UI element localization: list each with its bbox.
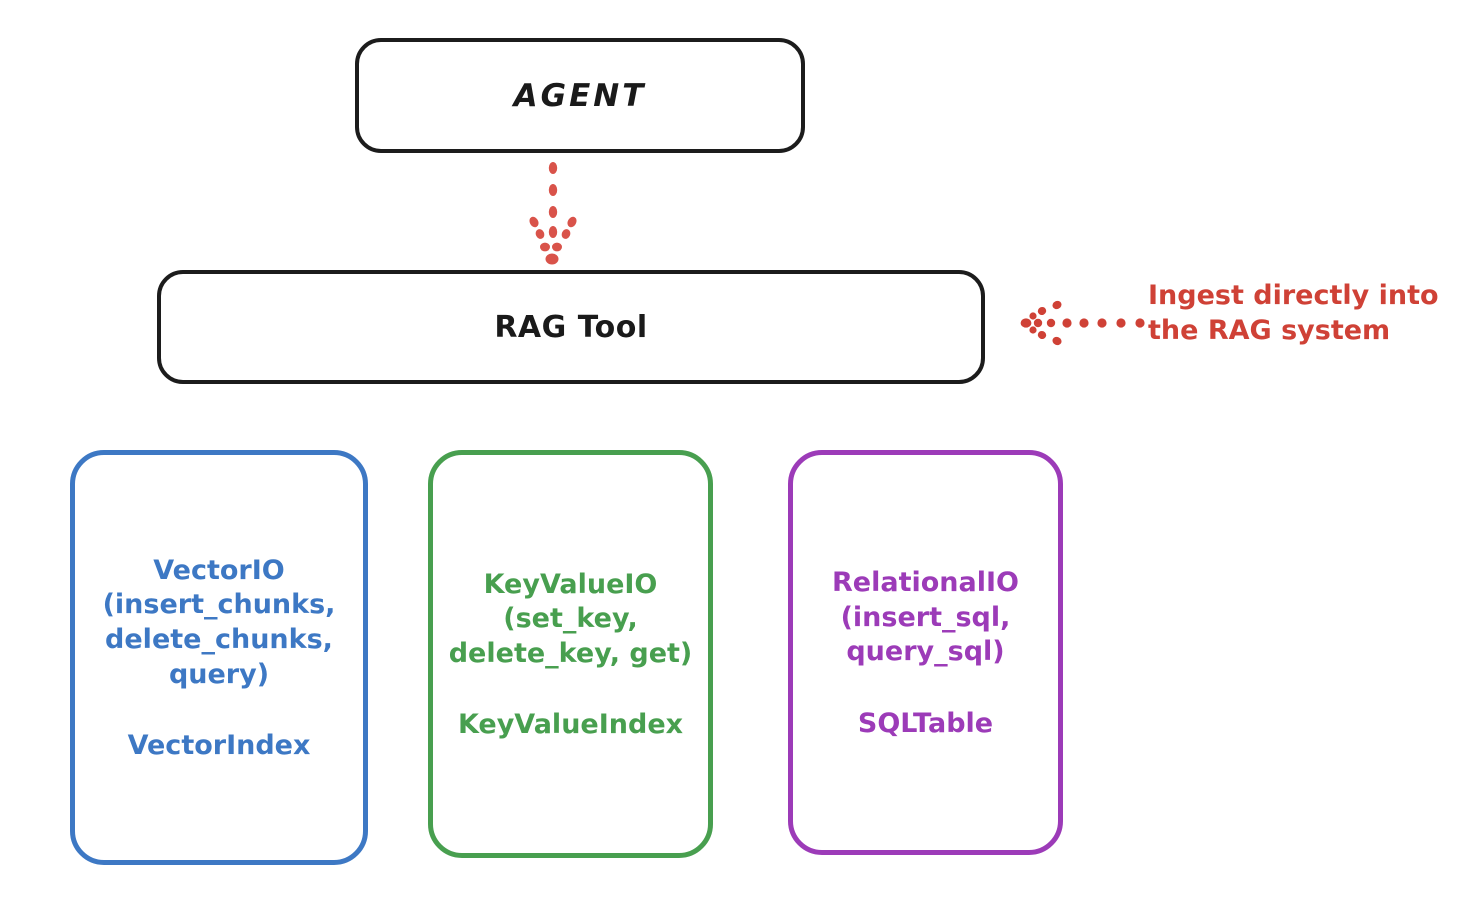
vector-io-node[interactable]: VectorIO (insert_chunks, delete_chunks, … xyxy=(70,450,368,865)
ingest-annotation-label: Ingest directly into the RAG system xyxy=(1148,280,1439,347)
key-value-io-api-label: KeyValueIO (set_key, delete_key, get) xyxy=(448,568,693,669)
vector-io-index-label: VectorIndex xyxy=(127,730,311,762)
key-value-io-index-label: KeyValueIndex xyxy=(457,709,684,741)
agent-node[interactable]: AGENT xyxy=(355,38,805,153)
agent-node-label: AGENT xyxy=(513,77,647,114)
key-value-io-node[interactable]: KeyValueIO (set_key, delete_key, get) Ke… xyxy=(428,450,713,858)
relational-io-node[interactable]: RelationalIO (insert_sql, query_sql) SQL… xyxy=(788,450,1063,855)
agent-to-rag-tool-arrow-icon xyxy=(529,162,577,265)
relational-io-index-label: SQLTable xyxy=(857,707,994,739)
vector-io-api-label: VectorIO (insert_chunks, delete_chunks, … xyxy=(102,554,336,690)
relational-io-api-label: RelationalIO (insert_sql, query_sql) xyxy=(832,567,1019,668)
rag-tool-node[interactable]: RAG Tool xyxy=(157,270,985,384)
ingest-arrow-icon xyxy=(1020,300,1145,346)
rag-tool-node-label: RAG Tool xyxy=(494,309,648,345)
